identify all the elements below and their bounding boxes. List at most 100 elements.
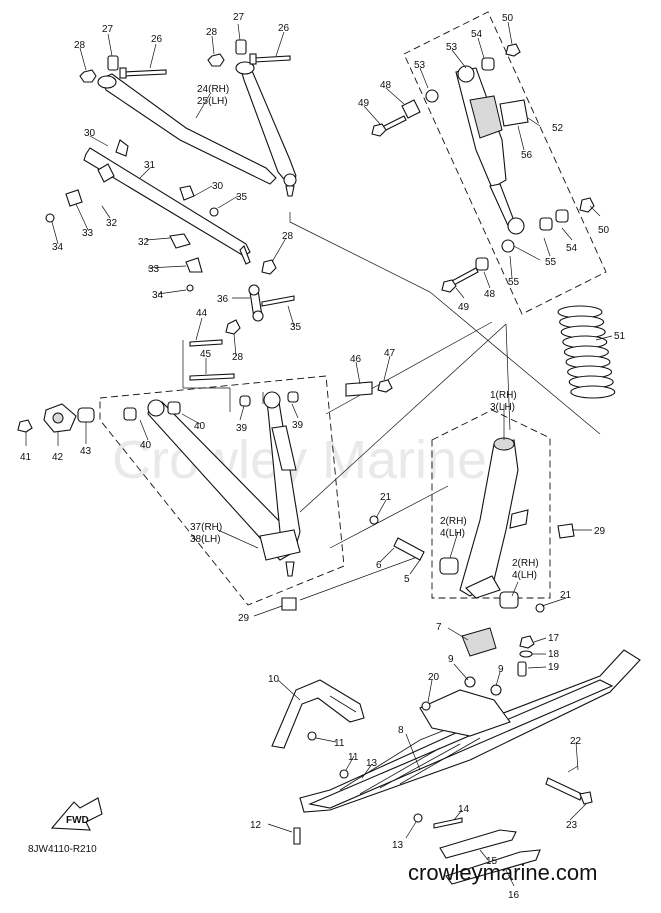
callout: 32 [106,218,118,229]
callout: 17 [548,633,560,644]
callout: 26 [278,23,290,34]
callout: 11 [348,752,359,763]
coil-spring [557,305,616,399]
connector-lines [182,212,601,601]
callout: 1(RH) [490,390,517,401]
shock-assembly-outline [403,11,607,315]
callout: 37(RH) [190,522,222,533]
callout: 41 [20,452,32,463]
spring-coil [570,385,616,399]
leader-lines [25,21,613,887]
callout: 38(LH) [190,534,221,545]
callout: 56 [521,150,533,161]
ski-hardware [293,765,593,885]
callout: 20 [428,672,440,683]
callout: 42 [52,452,64,463]
shock-absorber [371,43,595,293]
callout: 54 [566,243,578,254]
callout: 40 [194,421,206,432]
callout: 49 [358,98,370,109]
callout: 34 [152,290,164,301]
callout: 28 [206,27,218,38]
callout: 30 [84,128,96,139]
callout: 14 [458,804,470,815]
callout: 53 [446,42,458,53]
callout: 53 [414,60,426,71]
forward-arrow-icon: FWD [50,797,103,831]
callout: 50 [598,225,610,236]
callout: 6 [376,560,382,571]
callout: 47 [384,348,396,359]
callout: 33 [148,264,160,275]
callout: 28 [232,352,244,363]
callout: 2(RH) [440,516,467,527]
callout: 5 [404,574,410,585]
callout: 13 [366,758,378,769]
callout: 3(LH) [490,402,515,413]
callout: 29 [238,613,250,624]
callout: 48 [380,80,392,91]
fwd-label: FWD [66,815,89,826]
callout: 16 [508,890,520,901]
callout: 21 [560,590,572,601]
callout: 32 [138,237,150,248]
callout: 27 [102,24,114,35]
callout: 54 [471,29,483,40]
callout: 27 [233,12,245,23]
callout: 26 [151,34,163,45]
callout: 52 [552,123,564,134]
callout: 22 [570,736,582,747]
callout: 51 [614,331,626,342]
callout: 8 [398,725,404,736]
callout: 48 [484,289,496,300]
callout: 44 [196,308,208,319]
callout: 28 [74,40,86,51]
callout: 45 [200,349,212,360]
callout: 9 [448,654,454,665]
callout: 25(LH) [197,96,228,107]
callout: 2(RH) [512,558,539,569]
callout: 50 [502,13,514,24]
callout: 11 [334,738,345,749]
spindle [369,437,575,613]
callout: 40 [140,440,152,451]
callout: 46 [350,354,362,365]
lower-arm-hardware [17,339,393,611]
spindle-assembly-outline [431,409,551,599]
callout: 13 [392,840,404,851]
callout: 55 [545,257,557,268]
callout: 19 [548,662,560,673]
ski-handle [271,679,365,779]
callout: 39 [292,420,304,431]
callout: 4(LH) [440,528,465,539]
callout: 15 [486,856,498,867]
ski-saddle [461,627,535,677]
stabilizer-bar [45,139,277,292]
link-rod [225,284,295,335]
callout: 31 [144,160,156,171]
lower-a-arm [147,391,301,577]
callout: 49 [458,302,470,313]
figure-code: 8JW4110-R210 [28,844,97,855]
callout: 29 [594,526,606,537]
callout: 35 [290,322,302,333]
callout: 43 [80,446,92,457]
callout: 4(LH) [512,570,537,581]
callout-labels: 27 26 28 27 28 26 24(RH) 25(LH) 50 53 54… [20,12,626,901]
callout: 12 [250,820,262,831]
callout: 30 [212,181,224,192]
callout: 34 [52,242,64,253]
callout: 36 [217,294,229,305]
callout: 7 [436,622,442,633]
callout: 28 [282,231,294,242]
callout: 9 [498,664,504,675]
upper-a-arm [97,61,297,197]
upper-arm-hardware [79,39,291,83]
callout: 24(RH) [197,84,229,95]
callout: 33 [82,228,94,239]
callout: 10 [268,674,280,685]
callout: 55 [508,277,520,288]
callout: 39 [236,423,248,434]
callout: 21 [380,492,392,503]
